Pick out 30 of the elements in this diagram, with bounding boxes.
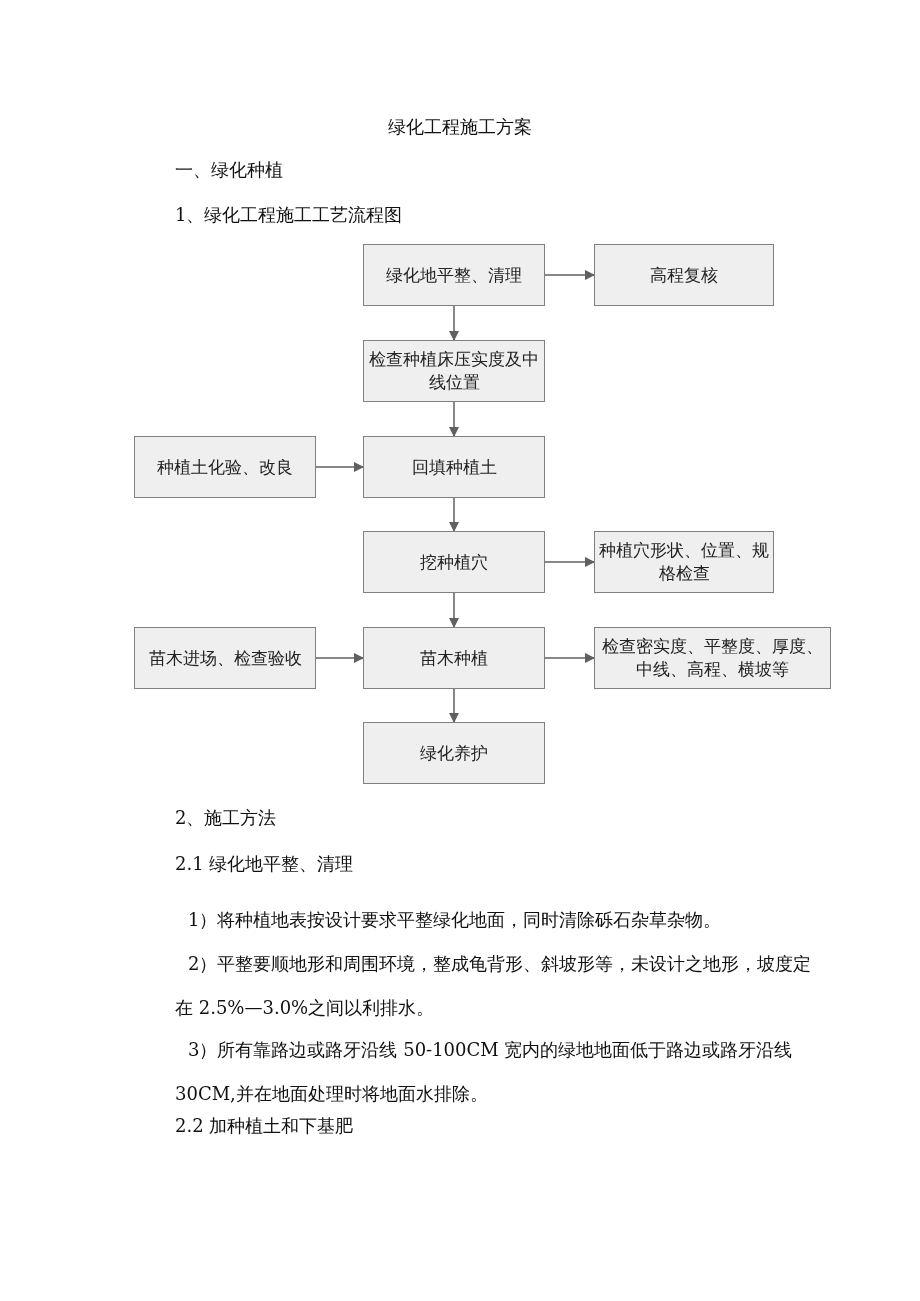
section-heading: 2.1 绿化地平整、清理	[175, 852, 354, 876]
section-heading: 1、绿化工程施工工艺流程图	[175, 203, 403, 227]
process-box: 种植土化验、改良	[134, 436, 316, 498]
process-box: 苗木种植	[363, 627, 545, 689]
arrow	[448, 305, 460, 342]
process-box: 挖种植穴	[363, 531, 545, 593]
process-box: 高程复核	[594, 244, 774, 306]
arrow	[315, 461, 365, 473]
process-box: 苗木进场、检查验收	[134, 627, 316, 689]
process-box: 绿化地平整、清理	[363, 244, 545, 306]
process-box: 绿化养护	[363, 722, 545, 784]
section-heading: 2.2 加种植土和下基肥	[175, 1114, 354, 1138]
arrow	[544, 652, 596, 664]
process-box: 种植穴形状、位置、规格检查	[594, 531, 774, 593]
process-box: 检查密实度、平整度、厚度、中线、高程、横坡等	[594, 627, 831, 689]
arrow	[448, 401, 460, 438]
arrow	[448, 497, 460, 533]
section-heading: 2、施工方法	[175, 806, 277, 830]
arrow	[315, 652, 365, 664]
arrow	[448, 688, 460, 724]
paragraph: 2）平整要顺地形和周围环境，整成龟背形、斜坡形等，未设计之地形，坡度定在 2.5%—3.0%之间以利排水。	[175, 952, 813, 1020]
paragraph: 1）将种植地表按设计要求平整绿化地面，同时清除砾石杂草杂物。	[187, 908, 723, 932]
paragraph: 3）所有靠路边或路牙沿线 50-100CM 宽内的绿地地面低于路边或路牙沿线 30CM,并在地面处理时将地面水排除。	[175, 1038, 794, 1106]
section-heading: 一、绿化种植	[175, 158, 283, 182]
arrow	[544, 269, 596, 281]
arrow	[544, 556, 596, 568]
process-box: 检查种植床压实度及中线位置	[363, 340, 545, 402]
process-box: 回填种植土	[363, 436, 545, 498]
arrow	[448, 592, 460, 629]
document-title: 绿化工程施工方案	[387, 115, 533, 139]
